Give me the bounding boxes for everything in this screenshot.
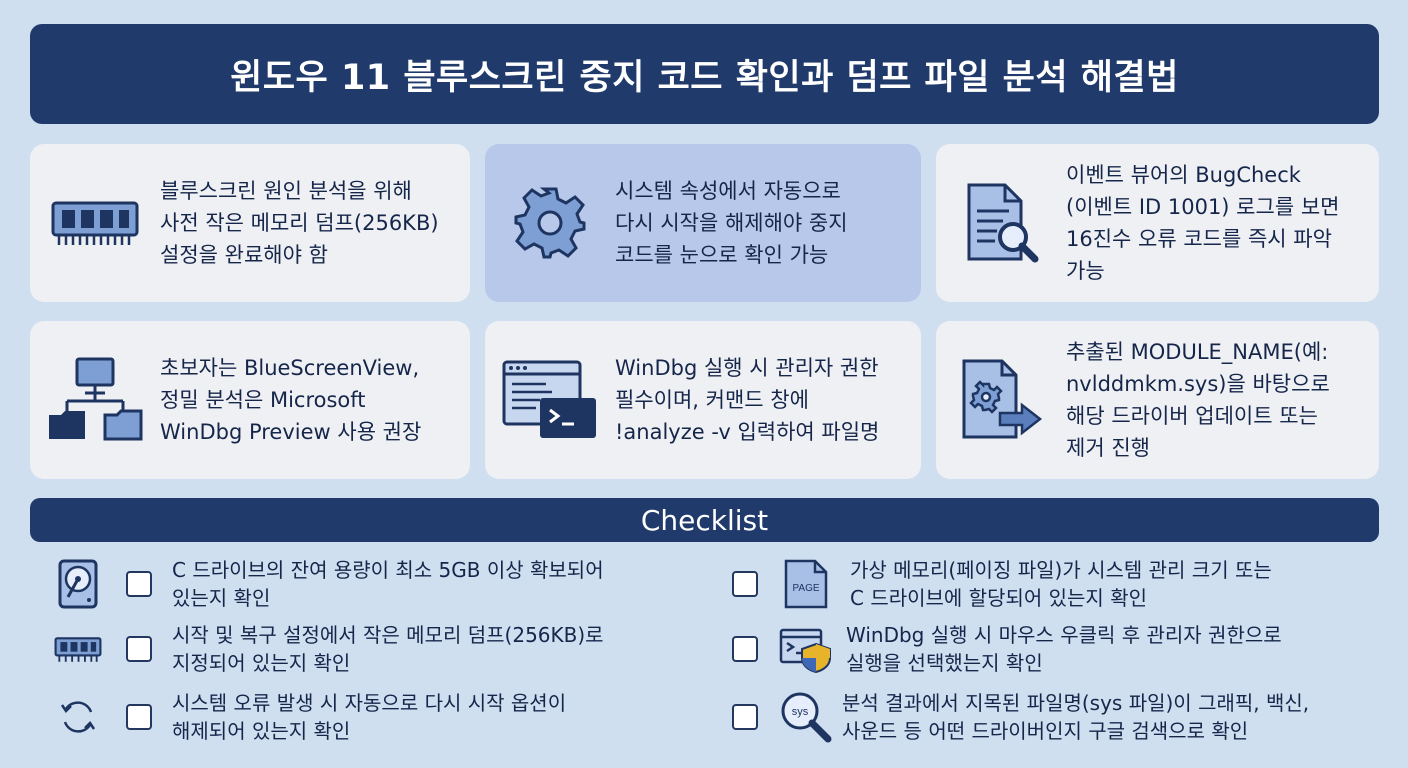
terminal-window-icon	[502, 360, 596, 438]
sys-search-icon: sys	[781, 692, 832, 743]
refresh-icon	[60, 701, 96, 733]
checkbox[interactable]	[126, 704, 152, 730]
document-search-icon	[967, 183, 1039, 263]
admin-terminal-icon	[779, 628, 831, 674]
checklist-item-sys-search: sys 분석 결과에서 지목된 파일명(sys 파일)이 그래픽, 백신,사운드…	[732, 686, 1372, 748]
title-banner: 윈도우 11 블루스크린 중지 코드 확인과 덤프 파일 분석 해결법	[30, 24, 1379, 124]
checklist-title: Checklist	[640, 503, 769, 537]
checklist-text: 분석 결과에서 지목된 파일명(sys 파일)이 그래픽, 백신,사운드 등 어…	[842, 691, 1310, 743]
checkbox[interactable]	[126, 571, 152, 597]
hard-disk-icon	[58, 559, 98, 609]
checkbox[interactable]	[732, 704, 758, 730]
page-title: 윈도우 11 블루스크린 중지 코드 확인과 덤프 파일 분석 해결법	[230, 57, 1179, 98]
page-file-icon: PAGE	[784, 559, 828, 609]
computer-folders-icon	[49, 357, 143, 441]
checkbox[interactable]	[732, 636, 758, 662]
svg-text:PAGE: PAGE	[792, 583, 819, 594]
memory-chip-icon	[54, 637, 102, 662]
memory-chip-icon	[51, 201, 139, 245]
file-gear-arrow-icon	[962, 359, 1043, 439]
checkbox[interactable]	[732, 571, 758, 597]
gear-icon	[514, 187, 586, 259]
svg-text:sys: sys	[792, 706, 809, 718]
checkbox[interactable]	[126, 636, 152, 662]
checklist-banner: Checklist	[30, 498, 1379, 542]
